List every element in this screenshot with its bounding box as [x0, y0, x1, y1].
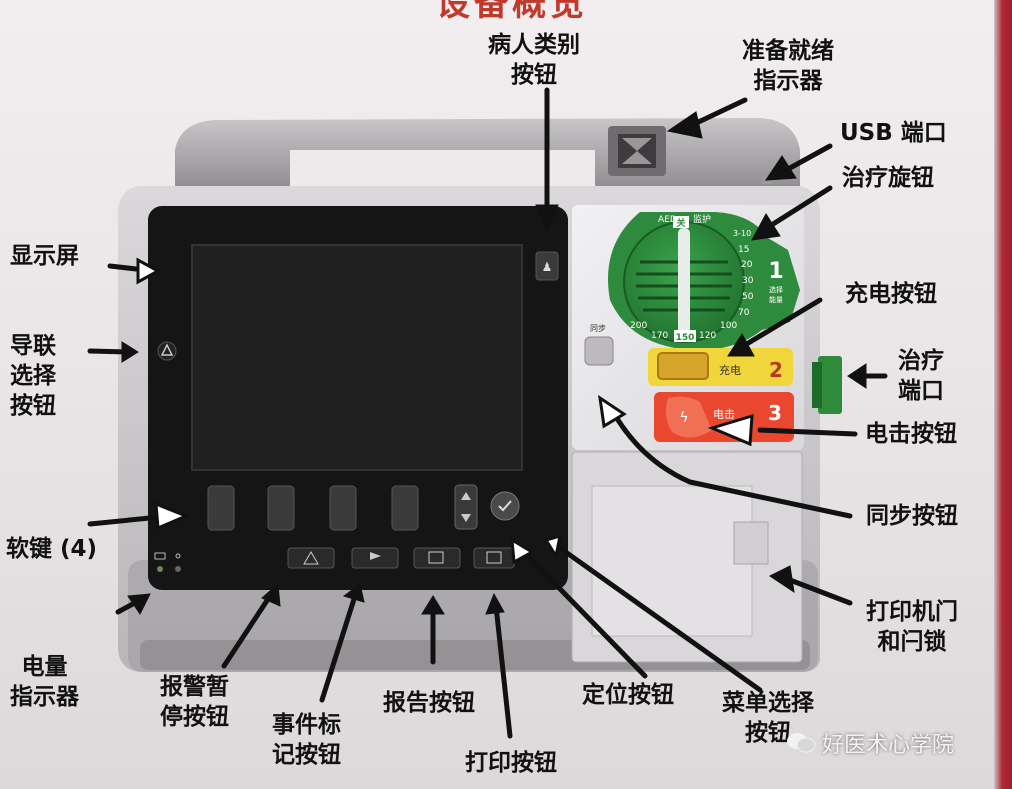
svg-text:电击: 电击 — [713, 408, 735, 421]
label-lead-select: 导联选择按钮 — [10, 331, 56, 421]
label-shock-button: 电击按钮 — [865, 419, 957, 449]
label-therapy-knob: 治疗旋钮 — [842, 163, 934, 193]
svg-text:同步: 同步 — [590, 324, 606, 333]
sync-button-hotspot[interactable] — [583, 335, 615, 367]
lead-select-hotspot[interactable] — [156, 340, 178, 362]
navigation-menu-hotspot[interactable] — [452, 482, 522, 532]
label-navigation: 定位按钮 — [582, 680, 674, 710]
label-print-button: 打印按钮 — [465, 748, 557, 778]
label-report-button: 报告按钮 — [383, 688, 475, 718]
charge-button-hotspot[interactable] — [656, 351, 710, 381]
svg-text:3-10: 3-10 — [733, 229, 751, 238]
label-ready-indicator: 准备就绪指示器 — [742, 36, 834, 96]
therapy-knob-hotspot[interactable] — [620, 218, 750, 348]
label-usb-port: USB 端口 — [840, 118, 947, 148]
label-charge-button: 充电按钮 — [845, 279, 937, 309]
svg-text:选择: 选择 — [769, 285, 783, 294]
label-event-marker: 事件标记按钮 — [272, 710, 341, 770]
label-display: 显示屏 — [10, 241, 79, 271]
svg-text:能量: 能量 — [769, 295, 783, 304]
label-patient-category: 病人类别按钮 — [488, 30, 580, 90]
screen-bezel — [148, 206, 568, 590]
label-softkeys: 软键 (4) — [6, 534, 97, 564]
watermark: 好医术心学院 — [786, 727, 954, 759]
svg-text:1: 1 — [768, 259, 783, 284]
label-sync-button: 同步按钮 — [866, 501, 958, 531]
label-printer-door: 打印机门和闩锁 — [866, 597, 958, 657]
therapy-port — [812, 356, 842, 414]
svg-text:2: 2 — [769, 358, 783, 382]
svg-text:3: 3 — [768, 401, 782, 425]
softkeys-hotspot[interactable] — [205, 484, 421, 532]
chat-bubble-icon — [786, 731, 816, 755]
label-therapy-port: 治疗端口 — [898, 346, 944, 406]
label-battery-indicator: 电量指示器 — [10, 652, 79, 712]
patient-category-hotspot[interactable] — [534, 250, 560, 282]
svg-text:充电: 充电 — [719, 363, 741, 377]
ready-indicator — [608, 126, 666, 176]
printer-door — [572, 452, 802, 662]
watermark-text: 好医术心学院 — [822, 727, 954, 759]
carry-handle — [175, 118, 800, 190]
function-keys-hotspot[interactable] — [286, 546, 516, 570]
shock-button-hotspot[interactable] — [664, 396, 716, 440]
label-alarm-pause: 报警暂停按钮 — [160, 672, 229, 732]
